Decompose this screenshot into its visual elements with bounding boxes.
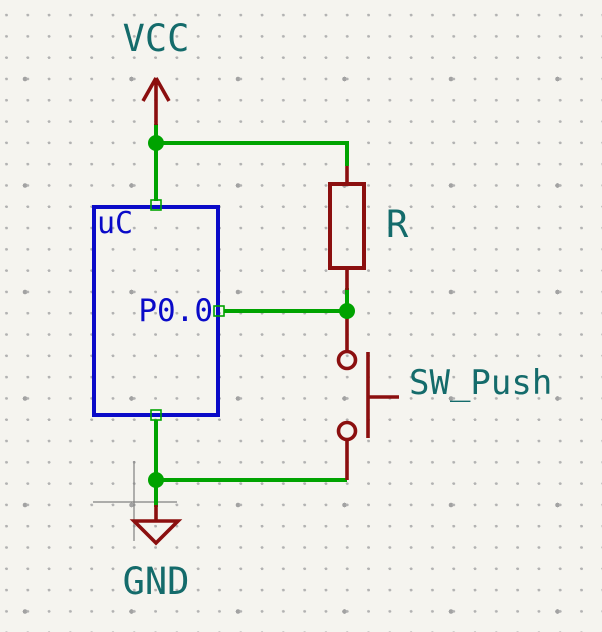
junction-dot-vcc [148,135,164,151]
sheet-name-label[interactable]: uC [97,206,134,241]
wire-vcc-to-resistor[interactable] [154,124,349,166]
sheet-pin-markers[interactable] [150,199,225,421]
junction-dot-gnd [148,472,164,488]
gnd-label[interactable]: GND [122,560,190,603]
sheet-pin-square-bottom[interactable] [150,409,162,421]
gnd-power-symbol[interactable] [129,505,183,546]
sheet-pin-square-p00[interactable] [213,305,225,317]
push-button-symbol[interactable] [336,315,400,480]
sheet-pin-square-top[interactable] [150,199,162,211]
sheet-pin-label[interactable]: P0.0 [138,293,213,329]
wire-sheet-bottom-to-switch[interactable] [154,420,347,482]
resistor-label[interactable]: R [386,203,409,246]
vcc-label[interactable]: VCC [122,17,190,60]
vcc-power-symbol[interactable] [141,77,171,125]
sheet-outline[interactable] [92,205,220,417]
junction-dots [148,135,355,488]
junction-dot-switch-top [339,303,355,319]
cursor-crosshair-icon [93,461,177,541]
switch-label[interactable]: SW_Push [409,363,553,403]
resistor-symbol[interactable] [328,166,366,290]
